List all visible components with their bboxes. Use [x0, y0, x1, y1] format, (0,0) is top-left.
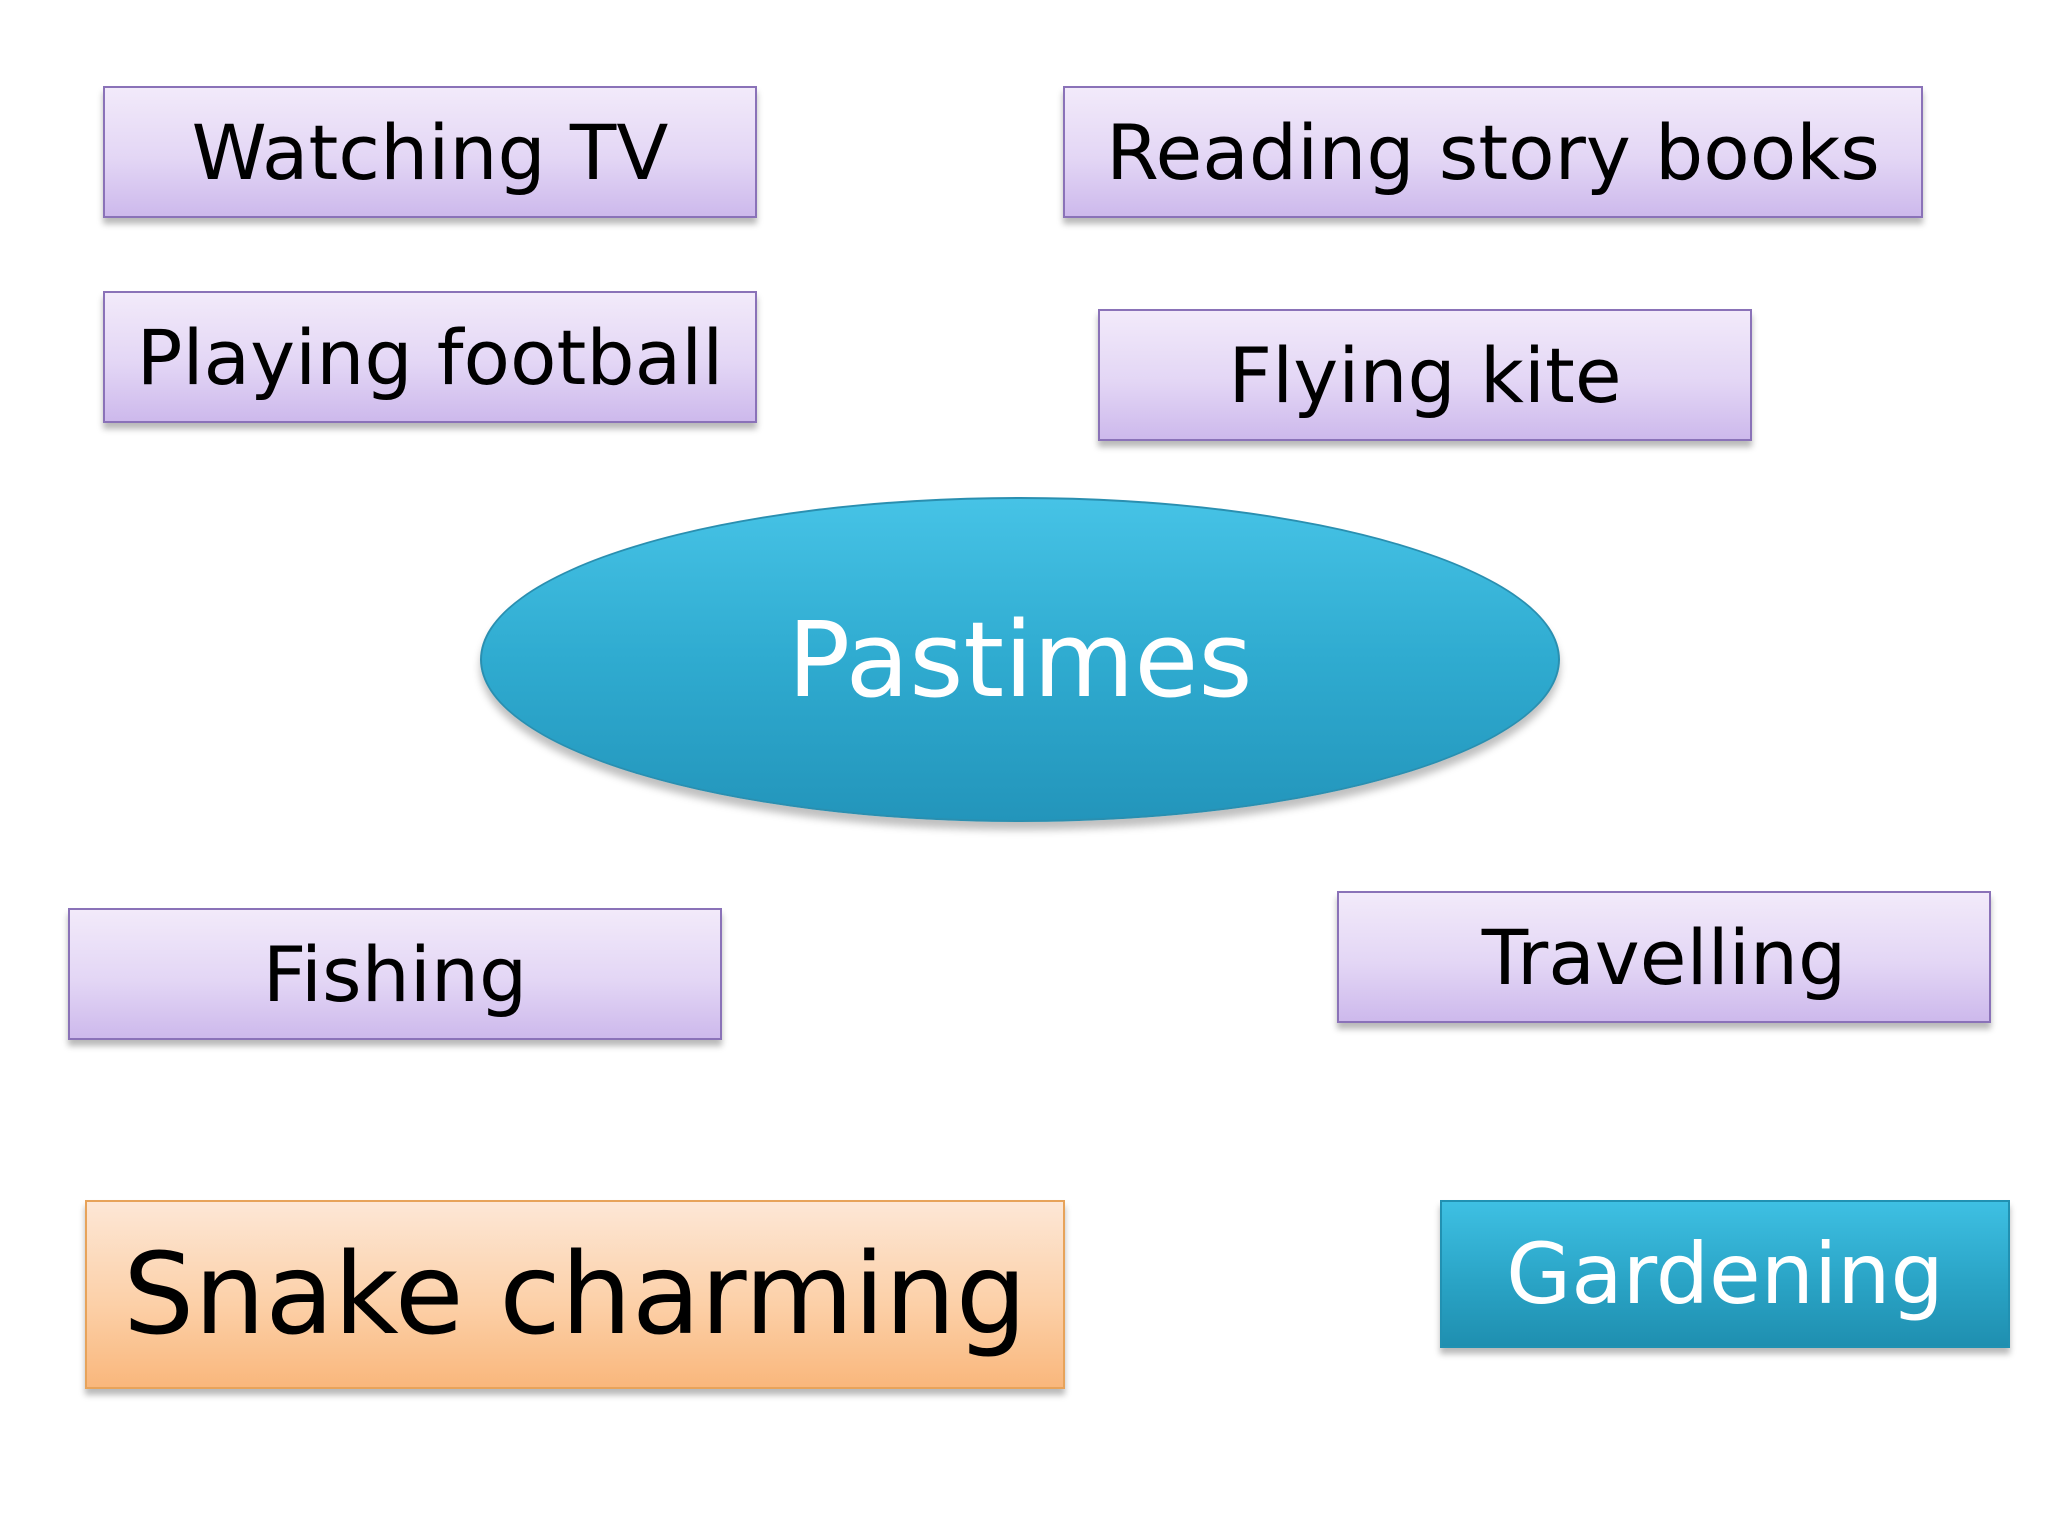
- pastime-box-flying-kite: Flying kite: [1098, 309, 1752, 441]
- pastime-label: Reading story books: [1106, 107, 1880, 197]
- pastime-label: Snake charming: [123, 1229, 1027, 1360]
- pastime-box-fishing: Fishing: [68, 908, 722, 1040]
- pastime-label: Flying kite: [1228, 330, 1622, 420]
- center-topic-ellipse: Pastimes: [480, 497, 1560, 822]
- pastime-box-gardening: Gardening: [1440, 1200, 2010, 1348]
- pastime-label: Gardening: [1506, 1225, 1944, 1323]
- pastime-label: Travelling: [1481, 912, 1847, 1002]
- center-topic-label: Pastimes: [787, 598, 1253, 721]
- pastime-box-travelling: Travelling: [1337, 891, 1991, 1023]
- pastime-label: Playing football: [136, 312, 724, 402]
- pastime-box-reading-story-books: Reading story books: [1063, 86, 1923, 218]
- pastime-box-watching-tv: Watching TV: [103, 86, 757, 218]
- pastime-box-playing-football: Playing football: [103, 291, 757, 423]
- pastime-box-snake-charming: Snake charming: [85, 1200, 1065, 1389]
- pastime-label: Watching TV: [191, 107, 669, 197]
- pastime-label: Fishing: [262, 929, 528, 1019]
